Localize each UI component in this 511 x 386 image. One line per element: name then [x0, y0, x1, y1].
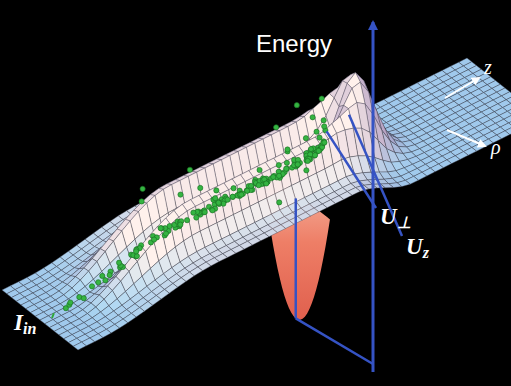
ion-particle	[322, 124, 327, 129]
ion-particle	[107, 272, 112, 277]
ion-beam	[52, 96, 328, 318]
ion-particle	[178, 222, 183, 227]
ion-particle	[139, 199, 144, 204]
ion-particle	[303, 136, 308, 141]
well-profile	[262, 165, 330, 319]
ion-particle	[159, 226, 164, 231]
ion-particle	[308, 146, 313, 151]
axis-title: Energy	[256, 30, 332, 58]
ion-particle	[276, 173, 281, 178]
ion-particle	[312, 153, 317, 158]
ion-particle	[274, 125, 279, 130]
ion-particle	[310, 115, 315, 120]
ion-particle	[96, 280, 101, 285]
ion-particle	[248, 183, 253, 188]
ion-particle	[321, 118, 326, 123]
beam-line	[52, 313, 54, 318]
ion-particle	[271, 174, 276, 179]
current-label: Iin	[14, 310, 36, 338]
ion-particle	[134, 249, 139, 254]
ion-particle	[312, 153, 317, 158]
ion-particle	[239, 192, 244, 197]
ion-particle	[245, 188, 250, 193]
ion-particle	[116, 260, 121, 265]
ion-particle	[295, 162, 300, 167]
ion-particle	[230, 194, 235, 199]
rho-direction-arrow	[447, 130, 485, 146]
ion-particle	[256, 183, 261, 188]
ion-particle	[317, 135, 322, 140]
ion-particle	[277, 200, 282, 205]
ion-particle	[184, 218, 189, 223]
ion-particle	[295, 162, 300, 167]
ion-particle	[178, 192, 183, 197]
z-direction-arrow	[445, 78, 479, 98]
mesh-cell	[73, 342, 86, 350]
ion-particle	[68, 300, 73, 305]
ion-particle	[231, 186, 236, 191]
ion-particle	[314, 129, 319, 134]
ion-particle	[81, 296, 86, 301]
ion-particle	[103, 278, 108, 283]
energy-axis	[372, 22, 375, 372]
ion-particle	[210, 208, 215, 213]
potential-label: U⊥	[380, 204, 411, 232]
ion-particle	[276, 162, 281, 167]
ion-particle	[285, 147, 290, 152]
guide-line	[295, 198, 298, 318]
ion-particle	[140, 186, 145, 191]
ion-particle	[257, 167, 262, 172]
ion-particle	[319, 96, 324, 101]
axis-label: z	[484, 56, 492, 79]
potential-label: Uz	[406, 234, 429, 262]
u-z-leader	[349, 115, 402, 236]
ion-particle	[225, 197, 230, 202]
ion-particle	[284, 160, 289, 165]
ion-particle	[89, 284, 94, 289]
ion-particle	[284, 166, 289, 171]
ion-particle	[264, 181, 269, 186]
ion-particle	[158, 226, 163, 231]
axis-label: ρ	[491, 136, 501, 159]
ion-particle	[187, 167, 192, 172]
guide-line	[296, 318, 373, 364]
ion-particle	[322, 140, 327, 145]
ion-particle	[198, 185, 203, 190]
ion-particle	[202, 210, 207, 215]
ion-particle	[151, 237, 156, 242]
ion-particle	[244, 188, 249, 193]
transverse-well-section	[262, 165, 330, 319]
ion-particle	[216, 200, 221, 205]
ion-particle	[134, 254, 139, 259]
u-perp-leader	[327, 131, 376, 208]
ion-particle	[191, 210, 196, 215]
ion-particle	[213, 196, 218, 201]
axes	[296, 22, 485, 372]
ion-particle	[304, 168, 309, 173]
ion-particle	[194, 215, 199, 220]
potential-surface	[2, 58, 511, 350]
ion-particle	[214, 188, 219, 193]
ion-particle	[284, 166, 289, 171]
ion-particle	[230, 194, 235, 199]
ion-particle	[294, 103, 299, 108]
ion-particle	[316, 148, 321, 153]
ion-particle	[163, 231, 168, 236]
ion-particle	[305, 158, 310, 163]
